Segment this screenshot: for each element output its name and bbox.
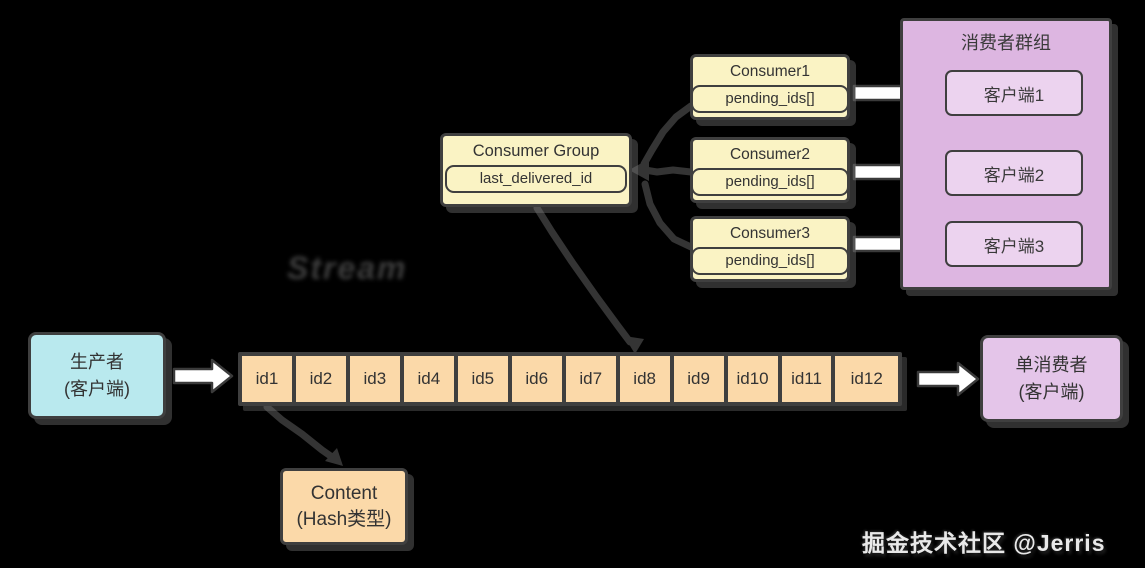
content-line1: Content <box>310 482 378 504</box>
consumer1-title: Consumer1 <box>729 63 811 80</box>
stream-cell-id10: id10 <box>727 356 778 402</box>
arrow-producer-to-stream <box>172 358 234 394</box>
arrowhead-to-content <box>325 448 343 466</box>
producer-line1: 生产者 <box>70 352 124 373</box>
stream-watermark: Stream <box>287 250 408 286</box>
arrowhead-to-stream <box>624 336 644 354</box>
stream-container: id1 id2 id3 id4 id5 id6 id7 id8 id9 id10… <box>238 352 902 406</box>
last-delivered-id-field: last_delivered_id <box>445 164 627 193</box>
stream-cell-id5: id5 <box>457 356 508 402</box>
stream-cell-id3: id3 <box>349 356 400 402</box>
consumer2-pending-ids: pending_ids[] <box>691 167 849 196</box>
single-consumer-box: 单消费者 (客户端) <box>980 335 1123 422</box>
single-consumer-line1: 单消费者 <box>1015 355 1088 376</box>
credit-watermark: 掘金技术社区 @Jerris <box>862 530 1106 556</box>
client3-label: 客户端3 <box>983 236 1045 256</box>
stream-cell-id7: id7 <box>565 356 616 402</box>
stream-cell-id4: id4 <box>403 356 454 402</box>
consumer2-title: Consumer2 <box>729 146 811 163</box>
consumer2-box: Consumer2 pending_ids[] <box>690 137 850 203</box>
stream-cell-id12: id12 <box>835 356 898 402</box>
producer-line2: (客户端) <box>64 378 130 399</box>
content-line2: (Hash类型) <box>296 508 392 530</box>
client2-box: 客户端2 <box>945 150 1083 196</box>
stream-cell-id6: id6 <box>511 356 562 402</box>
producer-box: 生产者 (客户端) <box>28 332 166 419</box>
arrowhead-to-consumer-group <box>629 159 649 181</box>
content-box: Content (Hash类型) <box>280 468 408 545</box>
stream-cell-id2: id2 <box>295 356 346 402</box>
consumer1-pending-ids: pending_ids[] <box>691 84 849 113</box>
consumer-group-title: Consumer Group <box>472 142 600 160</box>
stream-cell-id8: id8 <box>619 356 670 402</box>
connector-consumer2-to-group <box>641 166 695 176</box>
connector-consumer3-to-group <box>641 180 695 251</box>
consumer-group-box: Consumer Group last_delivered_id <box>440 133 632 207</box>
client1-label: 客户端1 <box>983 85 1045 105</box>
client2-label: 客户端2 <box>983 165 1045 185</box>
connector-last-delivered-to-stream <box>533 204 634 346</box>
connector-id1-to-content <box>263 403 336 461</box>
connector-consumer1-to-group <box>640 102 695 168</box>
stream-cell-id9: id9 <box>673 356 724 402</box>
stream-cell-id11: id11 <box>781 356 832 402</box>
consumer3-title: Consumer3 <box>729 225 811 242</box>
arrow-stream-to-single-consumer <box>916 361 980 397</box>
consumer-group-panel-title: 消费者群组 <box>961 33 1051 53</box>
consumer1-box: Consumer1 pending_ids[] <box>690 54 850 120</box>
client3-box: 客户端3 <box>945 221 1083 267</box>
consumer3-box: Consumer3 pending_ids[] <box>690 216 850 282</box>
stream-cell-id1: id1 <box>242 356 292 402</box>
consumer3-pending-ids: pending_ids[] <box>691 246 849 275</box>
single-consumer-line2: (客户端) <box>1018 381 1085 402</box>
client1-box: 客户端1 <box>945 70 1083 116</box>
